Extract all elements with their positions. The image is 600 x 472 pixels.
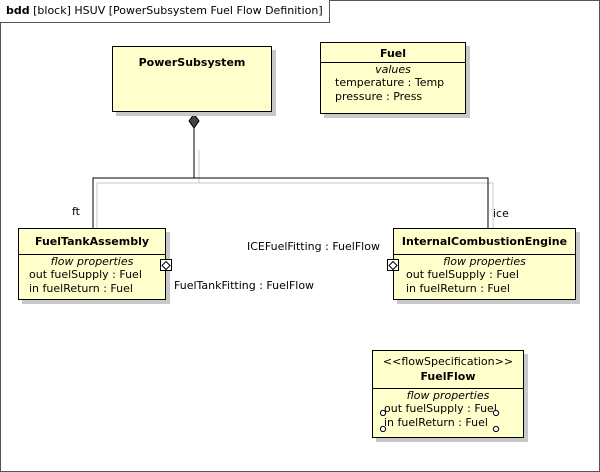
composition-shadow-ice (199, 182, 494, 231)
composition-diamond (188, 113, 200, 129)
port-ice-fuel-fitting[interactable] (387, 259, 399, 271)
direction-marker (492, 425, 500, 433)
direction-marker (379, 425, 387, 433)
block-fuel[interactable]: Fuel values temperature : Temp pressure … (320, 42, 466, 114)
block-power-subsystem[interactable]: PowerSubsystem (112, 46, 272, 112)
value-property: pressure : Press (335, 90, 423, 103)
flow-property: out fuelSupply : Fuel (406, 268, 519, 281)
port-label-fuel-tank-fitting: FuelTankFitting : FuelFlow (174, 279, 315, 292)
block-fuel-tank-assembly[interactable]: FuelTankAssembly flow properties out fue… (18, 228, 166, 300)
role-label-ft: ft (72, 205, 80, 218)
direction-marker (492, 409, 500, 417)
block-name: Fuel (379, 47, 407, 60)
compartment-title: values (375, 63, 411, 76)
flow-property: in fuelReturn : Fuel (406, 282, 510, 295)
block-name: InternalCombustionEngine (401, 235, 568, 248)
block-fuel-flow[interactable]: <<flowSpecification>> FuelFlow flow prop… (372, 350, 524, 438)
block-stereotype: <<flowSpecification>> (382, 355, 514, 368)
port-label-ice-fuel-fitting: ICEFuelFitting : FuelFlow (247, 240, 380, 253)
frame-header: bdd [block] HSUV [PowerSubsystem Fuel Fl… (0, 0, 330, 23)
compartment-title: flow properties (50, 255, 134, 268)
value-property: temperature : Temp (335, 76, 445, 89)
composition-line-ft (92, 128, 195, 228)
flow-property: out fuelSupply : Fuel (29, 268, 142, 281)
flow-property: in fuelReturn : Fuel (384, 416, 488, 429)
frame-title: [block] HSUV [PowerSubsystem Fuel Flow D… (33, 4, 323, 17)
flow-property: in fuelReturn : Fuel (29, 282, 133, 295)
compartment-title: flow properties (406, 389, 490, 402)
role-label-ice: ice (493, 207, 509, 220)
compartment-title: flow properties (443, 255, 526, 268)
flow-property: out fuelSupply : Fuel (384, 402, 497, 415)
block-name: FuelFlow (420, 370, 476, 383)
direction-marker (379, 409, 387, 417)
block-name: PowerSubsystem (138, 56, 246, 69)
composition-line-ice (194, 177, 489, 228)
frame-kind: bdd (6, 4, 30, 17)
composition-shadow-ft (96, 150, 200, 231)
block-name: FuelTankAssembly (34, 235, 150, 248)
port-fuel-tank-fitting[interactable] (160, 259, 172, 271)
